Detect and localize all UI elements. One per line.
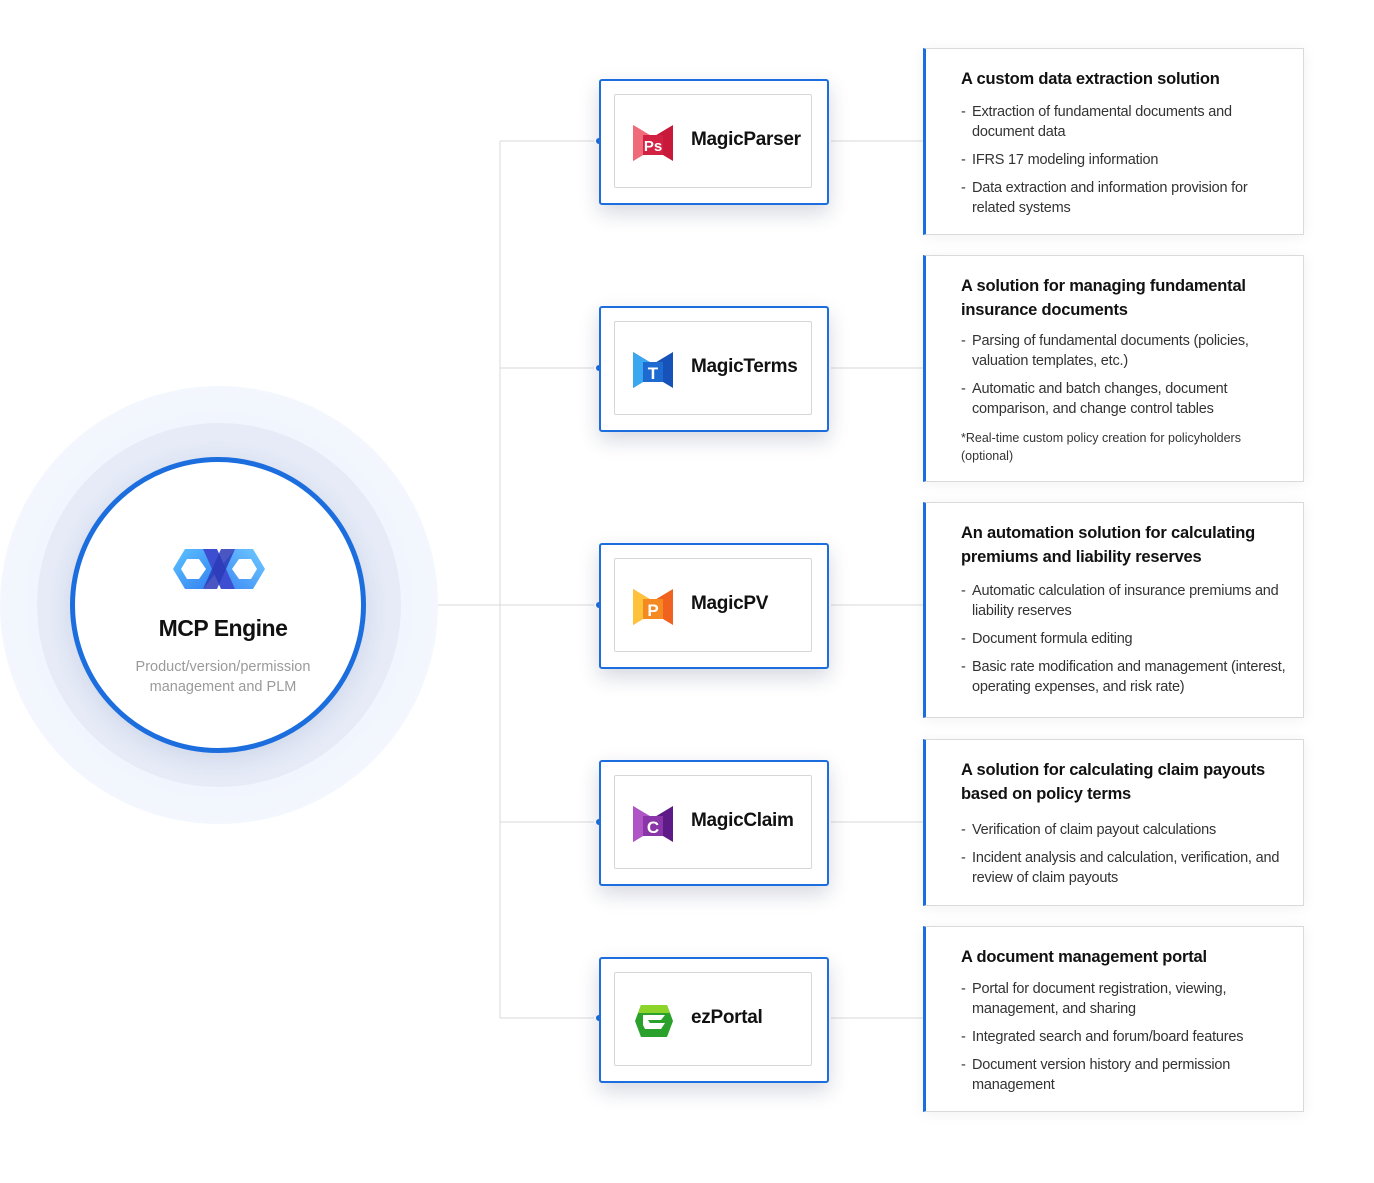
magicclaim-logo-icon: C <box>633 806 673 842</box>
description-item: IFRS 17 modeling information <box>961 150 1291 170</box>
product-card: P MagicPV <box>614 558 812 652</box>
engine-subtitle: Product/version/permission management an… <box>135 659 311 695</box>
mcp-engine-node: MCP Engine Product/version/permission ma… <box>70 457 366 753</box>
description-list: Extraction of fundamental documents and … <box>961 102 1291 226</box>
product-name: MagicTerms <box>691 356 798 377</box>
product-card: ezPortal <box>614 972 812 1066</box>
product-name: ezPortal <box>691 1007 763 1028</box>
product-magicpv[interactable]: P MagicPV <box>599 543 829 669</box>
description-title: A document management portal <box>961 948 1207 966</box>
description-item: Data extraction and information provisio… <box>961 178 1291 218</box>
svg-text:C: C <box>647 818 659 837</box>
description-title: A solution for managing fundamental insu… <box>961 277 1246 319</box>
magicparser-logo-icon: Ps <box>633 125 673 161</box>
description-item: Portal for document registration, viewin… <box>961 979 1291 1019</box>
mcp-engine-logo-icon <box>173 549 265 589</box>
description-item: Incident analysis and calculation, verif… <box>961 848 1291 888</box>
description-item: Document version history and permission … <box>961 1055 1291 1095</box>
description-title: A solution for calculating claim payouts… <box>961 761 1266 803</box>
magicpv-logo-icon: P <box>633 589 673 625</box>
description-title: A custom data extraction solution <box>961 70 1220 88</box>
description-item: Parsing of fundamental documents (polici… <box>961 331 1291 371</box>
description-list: Automatic calculation of insurance premi… <box>961 581 1291 705</box>
product-card: Ps MagicParser <box>614 94 812 188</box>
product-card: C MagicClaim <box>614 775 812 869</box>
description-item: Integrated search and forum/board featur… <box>961 1027 1291 1047</box>
product-name: MagicClaim <box>691 810 794 831</box>
svg-text:P: P <box>647 601 658 620</box>
description-magicterms: A solution for managing fundamental insu… <box>923 255 1304 482</box>
description-list: Verification of claim payout calculation… <box>961 820 1291 896</box>
product-magicterms[interactable]: T MagicTerms <box>599 306 829 432</box>
description-ezportal: A document management portal Portal for … <box>923 926 1304 1112</box>
description-note: *Real-time custom policy creation for po… <box>961 431 1241 463</box>
svg-text:T: T <box>648 364 659 383</box>
description-title: An automation solution for calculating p… <box>961 524 1255 566</box>
description-item: Extraction of fundamental documents and … <box>961 102 1291 142</box>
description-item: Basic rate modification and management (… <box>961 657 1291 697</box>
description-magicparser: A custom data extraction solution Extrac… <box>923 48 1304 235</box>
description-item: Document formula editing <box>961 629 1291 649</box>
description-magicpv: An automation solution for calculating p… <box>923 502 1304 718</box>
description-item: Verification of claim payout calculation… <box>961 820 1291 840</box>
product-magicparser[interactable]: Ps MagicParser <box>599 79 829 205</box>
description-item: Automatic calculation of insurance premi… <box>961 581 1291 621</box>
description-list: Parsing of fundamental documents (polici… <box>961 331 1291 427</box>
product-magicclaim[interactable]: C MagicClaim <box>599 760 829 886</box>
engine-title: MCP Engine <box>158 615 288 641</box>
product-card: T MagicTerms <box>614 321 812 415</box>
description-list: Portal for document registration, viewin… <box>961 979 1291 1103</box>
product-ezportal[interactable]: ezPortal <box>599 957 829 1083</box>
product-name: MagicPV <box>691 593 769 614</box>
product-name: MagicParser <box>691 129 801 150</box>
description-item: Automatic and batch changes, document co… <box>961 379 1291 419</box>
description-magicclaim: A solution for calculating claim payouts… <box>923 739 1304 906</box>
ezportal-logo-icon <box>635 1005 673 1037</box>
magicterms-logo-icon: T <box>633 352 673 388</box>
svg-text:Ps: Ps <box>644 138 662 155</box>
